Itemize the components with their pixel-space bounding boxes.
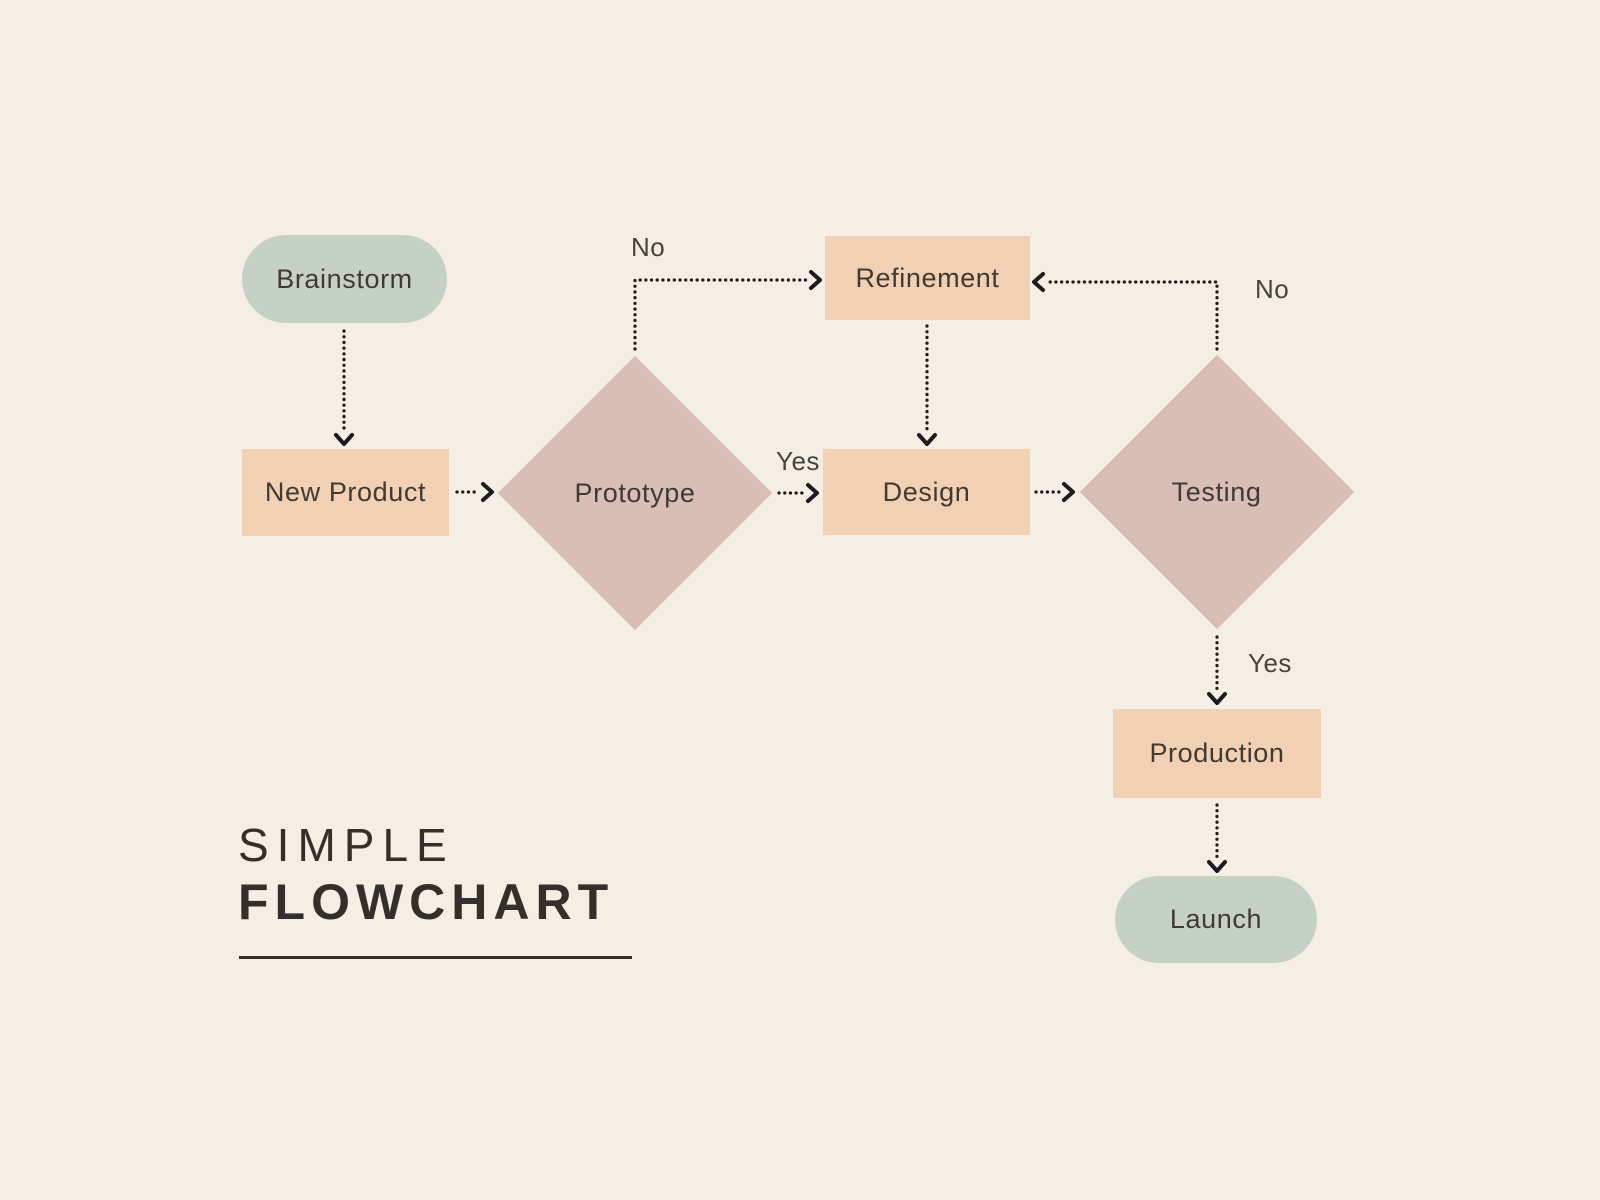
edge-label-testing-no: No <box>1255 274 1290 304</box>
edge-label-testing-yes: Yes <box>1248 648 1292 678</box>
node-launch-label: Launch <box>1169 904 1263 934</box>
edge-design-to-testing <box>1034 482 1075 502</box>
node-prototype: Prototype <box>497 355 773 631</box>
node-refinement-label: Refinement <box>855 262 1000 293</box>
edge-prototype-yes-to-design <box>777 483 819 503</box>
edge-brainstorm-to-new-product <box>334 329 354 446</box>
node-testing: Testing <box>1079 354 1355 630</box>
node-prototype-label: Prototype <box>574 477 696 508</box>
title-underline <box>239 956 632 959</box>
node-new-product-label: New Product <box>264 477 427 507</box>
edge-new-product-to-prototype <box>455 482 494 502</box>
node-testing-label: Testing <box>1172 476 1262 507</box>
node-design-label: Design <box>882 476 971 507</box>
edge-testing-yes-to-production <box>1207 635 1227 705</box>
node-production: Production <box>1113 709 1321 798</box>
node-brainstorm: Brainstorm <box>242 235 447 323</box>
edge-prototype-no-to-refinement <box>633 270 822 351</box>
edge-refinement-to-design <box>917 324 937 446</box>
title-line1: SIMPLE <box>238 819 455 871</box>
node-design: Design <box>823 449 1030 535</box>
node-brainstorm-label: Brainstorm <box>276 263 413 294</box>
edge-label-prototype-yes: Yes <box>776 446 820 476</box>
node-refinement: Refinement <box>825 236 1030 320</box>
title-line2: FLOWCHART <box>238 874 615 930</box>
edge-testing-no-to-refinement <box>1032 272 1219 351</box>
node-production-label: Production <box>1149 738 1285 768</box>
node-new-product: New Product <box>242 449 449 536</box>
edge-label-prototype-no: No <box>631 232 666 262</box>
edge-production-to-launch <box>1207 803 1227 873</box>
node-launch: Launch <box>1115 876 1317 963</box>
